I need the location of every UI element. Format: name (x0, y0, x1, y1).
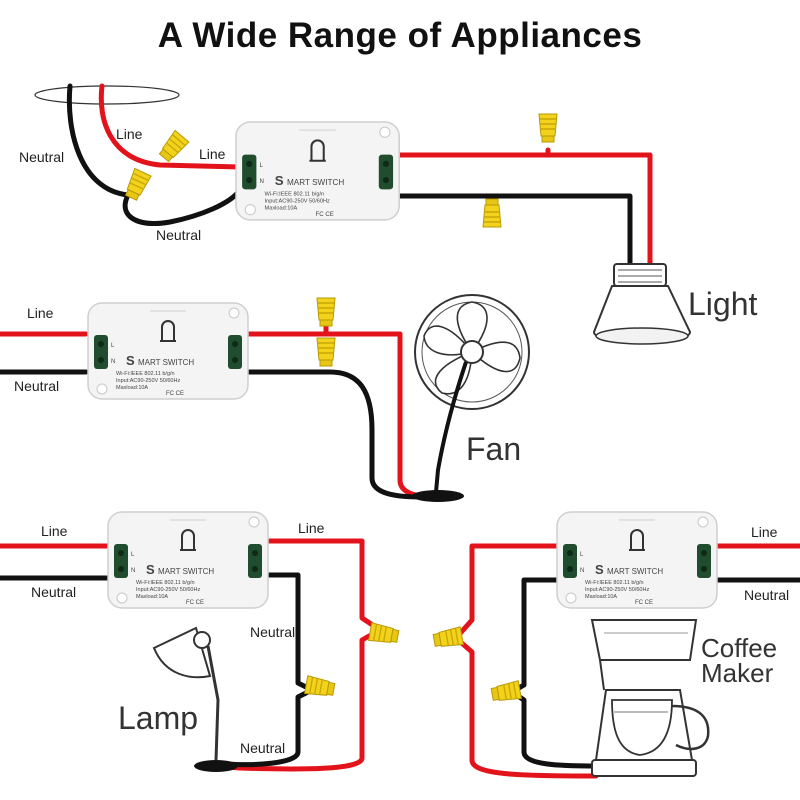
switch-term-n: N (131, 568, 135, 574)
label-line-3: Line (41, 523, 68, 539)
scene-coffee: Line Neutral Coffee Maker (431, 511, 800, 779)
fan-icon (412, 294, 530, 502)
switch-spec-wifi: Wi-Fi:IEEE 802.11 b/g/n (116, 371, 175, 377)
label-coffee-1: Coffee (701, 633, 777, 663)
smart-switch-4 (556, 511, 718, 609)
switch-spec-wifi: Wi-Fi:IEEE 802.11 b/g/n (585, 580, 644, 586)
label-light: Light (688, 286, 758, 322)
scene-fan: Line Neutral Fan (0, 294, 530, 502)
label-coffee-2: Maker (701, 658, 774, 688)
smart-switch-3 (107, 511, 269, 609)
switch-spec-wifi: Wi-Fi:IEEE 802.11 b/g/n (265, 191, 325, 197)
light-bulb-icon (592, 263, 692, 345)
switch-spec-wifi: Wi-Fi:IEEE 802.11 b/g/n (136, 580, 195, 586)
label-neutral-1a: Neutral (19, 149, 64, 165)
switch-brand-rest: MART SWITCH (287, 178, 344, 187)
label-lamp: Lamp (118, 700, 198, 736)
ceiling-box (34, 85, 180, 105)
switch-4-texts: S MART SWITCH Wi-Fi:IEEE 802.11 b/g/n In… (580, 552, 663, 606)
label-line-3-out: Line (298, 520, 325, 536)
label-line-2: Line (27, 305, 54, 321)
page-title: A Wide Range of Appliances (157, 16, 643, 55)
label-fan: Fan (466, 431, 521, 467)
label-line-1b: Line (199, 146, 226, 162)
switch-brand-s: S (275, 173, 284, 188)
switch-brand-s: S (126, 353, 135, 368)
switch-spec-input: Input:AC90-250V 50/60Hz (116, 378, 180, 384)
switch-term-n: N (259, 178, 263, 185)
switch-term-l: L (131, 552, 135, 558)
switch-marks: FC CE (166, 391, 184, 397)
switch-term-n: N (111, 359, 115, 365)
switch-1-texts: S MART SWITCH Wi-Fi:IEEE 802.11 b/g/n In… (259, 162, 344, 218)
switch-2-texts: S MART SWITCH Wi-Fi:IEEE 802.11 b/g/n In… (111, 343, 194, 397)
switch-brand-s: S (595, 562, 604, 577)
switch-3-texts: S MART SWITCH Wi-Fi:IEEE 802.11 b/g/n In… (131, 552, 214, 606)
switch-spec-input: Input:AC90-250V 50/60Hz (265, 199, 331, 205)
label-neutral-4: Neutral (744, 587, 789, 603)
smart-switch-1 (234, 120, 401, 221)
lamp-icon (152, 626, 238, 772)
smart-switch-2 (87, 302, 249, 400)
switch-term-l: L (580, 552, 584, 558)
switch-brand-s: S (146, 562, 155, 577)
switch-spec-input: Input:AC90-250V 50/60Hz (136, 587, 200, 593)
switch-spec-load: Maxload:10A (116, 385, 148, 391)
label-neutral-3-out: Neutral (250, 624, 295, 640)
label-neutral-1b: Neutral (156, 227, 201, 243)
switch-spec-load: Maxload:10A (585, 594, 617, 600)
label-line-4: Line (751, 524, 778, 540)
scene-lamp: Line Neutral Line Neutral Neutral Lamp (0, 511, 401, 772)
label-neutral-3: Neutral (31, 584, 76, 600)
label-neutral-2: Neutral (14, 378, 59, 394)
switch-marks: FC CE (186, 600, 204, 606)
switch-spec-load: Maxload:10A (265, 206, 298, 212)
switch-term-n: N (580, 568, 584, 574)
switch-spec-input: Input:AC90-250V 50/60Hz (585, 587, 649, 593)
switch-brand-rest: MART SWITCH (607, 567, 663, 576)
switch-marks: FC CE (316, 211, 334, 218)
switch-brand-rest: MART SWITCH (158, 567, 214, 576)
switch-term-l: L (259, 162, 263, 169)
switch-marks: FC CE (635, 600, 653, 606)
label-line-1a: Line (116, 126, 143, 142)
switch-brand-rest: MART SWITCH (138, 358, 194, 367)
coffee-maker-icon (590, 619, 710, 777)
switch-spec-load: Maxload:10A (136, 594, 168, 600)
scene-light: Line Line Neutral Neutral Light (19, 83, 758, 345)
switch-term-l: L (111, 343, 115, 349)
label-neutral-3-bottom: Neutral (240, 740, 285, 756)
